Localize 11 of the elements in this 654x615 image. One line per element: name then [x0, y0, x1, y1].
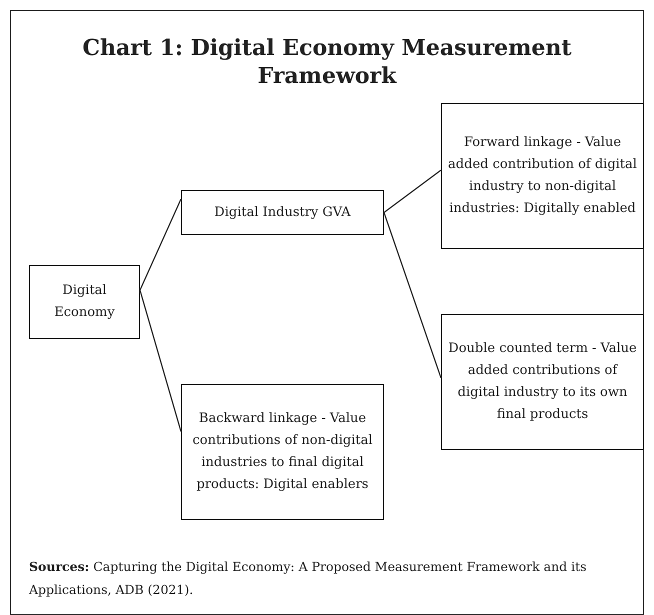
connector-line [384, 170, 442, 213]
connector-line [139, 290, 182, 432]
text-box: Backward linkage - Value contributions of non-digital industries to final digital products: Digital enablers [181, 384, 384, 520]
text-box: Digital Economy [29, 265, 140, 339]
text-box: Forward linkage - Value added contribution of digital industry to non-digital industries: Digitally enabled [441, 103, 644, 249]
chart-title: Chart 1: Digital Economy Measurement Framework [81, 34, 573, 90]
text-box: Digital Industry GVA [181, 190, 384, 235]
connector-line [383, 212, 442, 378]
connector-line [139, 198, 182, 290]
text-box: Double counted term - Value added contributions of digital industry to its own final products [441, 314, 644, 450]
source-note: Sources: Capturing the Digital Economy: A Proposed Measurement Framework and its Applications, ADB (2021). [29, 558, 588, 599]
